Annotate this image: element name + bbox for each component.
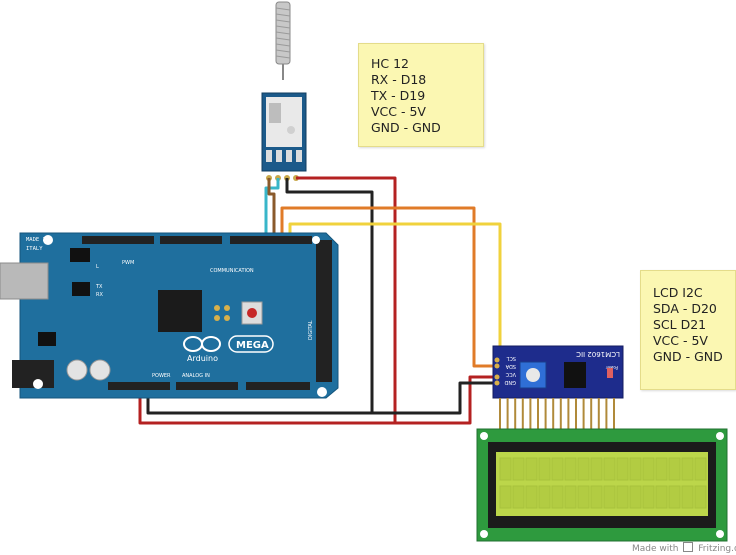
lcd-cell bbox=[603, 485, 616, 509]
lcd-cell bbox=[642, 457, 655, 481]
antenna-coil bbox=[275, 1, 291, 80]
arduino-logo-icon bbox=[183, 336, 221, 352]
label-model: MEGA bbox=[236, 340, 269, 351]
power-jack bbox=[12, 360, 54, 388]
lcd-cell bbox=[577, 457, 590, 481]
lcd-cell bbox=[538, 457, 551, 481]
lcd-cell bbox=[681, 485, 694, 509]
label-digital: DIGITAL bbox=[308, 320, 314, 340]
lcd-note-line: LCD I2C bbox=[653, 285, 703, 300]
lcd-1602-display bbox=[476, 428, 728, 542]
lcd-cell bbox=[564, 457, 577, 481]
lcd-cell bbox=[694, 485, 707, 509]
lcd-pinout-note: LCD I2C SDA - D20 SCL D21 VCC - 5V GND -… bbox=[640, 270, 736, 390]
label-tx: TX bbox=[95, 284, 103, 290]
lcd-cell bbox=[629, 457, 642, 481]
lcd-cell bbox=[668, 485, 681, 509]
lcd-cell bbox=[642, 485, 655, 509]
main-chip bbox=[158, 290, 202, 332]
lcd-cell bbox=[629, 485, 642, 509]
hc12-pinout-note: HC 12 RX - D18 TX - D19 VCC - 5V GND - G… bbox=[358, 43, 484, 147]
lcd-cell bbox=[694, 457, 707, 481]
wire-black-lcd-gnd bbox=[372, 381, 493, 415]
lcd-cell bbox=[538, 485, 551, 509]
wire-brown-rx bbox=[267, 178, 276, 238]
label-communication: COMMUNICATION bbox=[210, 268, 254, 274]
lcd-cell bbox=[551, 457, 564, 481]
footer-made-with: Made with bbox=[632, 544, 679, 554]
lcd-cell bbox=[525, 457, 538, 481]
lcd-note-line: SCL D21 bbox=[653, 317, 707, 332]
lcd-cell bbox=[616, 457, 629, 481]
arduino-mega-board: MADE IN ITALY Arduino MEGA COMMUNICATION… bbox=[0, 232, 339, 399]
lcd-cell bbox=[512, 485, 525, 509]
usb-port bbox=[0, 262, 49, 300]
i2c-title: LCM1602 IIC bbox=[576, 350, 620, 358]
wire-red-lcd-vcc bbox=[395, 375, 493, 425]
lcd-cell bbox=[616, 485, 629, 509]
fritzing-logo-icon bbox=[683, 542, 694, 552]
lcd-cell bbox=[655, 457, 668, 481]
label-brand: Arduino bbox=[187, 354, 218, 363]
lcd-cell bbox=[655, 485, 668, 509]
wire-black-gnd bbox=[146, 178, 374, 415]
label-made-in: MADE IN bbox=[26, 237, 49, 243]
label-power: POWER bbox=[152, 373, 171, 379]
wire-cyan-tx bbox=[264, 178, 280, 238]
lcd-cell bbox=[577, 485, 590, 509]
lcd-cell bbox=[499, 485, 512, 509]
lcd-note-line: GND - GND bbox=[653, 349, 723, 364]
lcd-cell bbox=[512, 457, 525, 481]
i2c-pin-vcc: VCC bbox=[505, 371, 516, 377]
hc12-note-line: TX - D19 bbox=[371, 88, 426, 103]
lcd-cell bbox=[551, 485, 564, 509]
label-l: L bbox=[96, 264, 99, 270]
hc12-module bbox=[261, 92, 307, 181]
footer-brand: Fritzing.org bbox=[698, 544, 736, 554]
hc12-note-line: VCC - 5V bbox=[371, 104, 426, 119]
lcd-cell bbox=[525, 485, 538, 509]
lcd-note-line: VCC - 5V bbox=[653, 333, 708, 348]
lcd-cell bbox=[499, 457, 512, 481]
lcd-cell bbox=[603, 457, 616, 481]
label-rx: RX bbox=[96, 292, 103, 298]
label-analog-in: ANALOG IN bbox=[182, 373, 210, 379]
lcd-cell bbox=[590, 457, 603, 481]
hc12-note-line: GND - GND bbox=[371, 120, 441, 135]
i2c-power-label: Power bbox=[606, 365, 618, 370]
fritzing-credit: Made with Fritzing.org bbox=[632, 542, 736, 554]
hc12-note-line: RX - D18 bbox=[371, 72, 427, 87]
lcd-character-cells bbox=[499, 457, 707, 509]
lcd-cell bbox=[681, 457, 694, 481]
wire-orange-scl bbox=[280, 206, 493, 368]
lcd-note-line: SDA - D20 bbox=[653, 301, 717, 316]
lcd-cell bbox=[564, 485, 577, 509]
lcd-pin-header bbox=[499, 398, 615, 432]
label-pwm: PWM bbox=[122, 260, 134, 266]
i2c-pin-sda: SDA bbox=[505, 363, 516, 369]
hc12-note-line: HC 12 bbox=[371, 56, 410, 71]
i2c-pin-gnd: GND bbox=[504, 379, 516, 385]
i2c-pin-scl: SCL bbox=[506, 355, 516, 361]
label-italy: ITALY bbox=[26, 246, 43, 252]
lcd-cell bbox=[668, 457, 681, 481]
lcd-cell bbox=[590, 485, 603, 509]
i2c-module: LCM1602 IIC SCL SDA VCC GND Power bbox=[492, 345, 624, 399]
